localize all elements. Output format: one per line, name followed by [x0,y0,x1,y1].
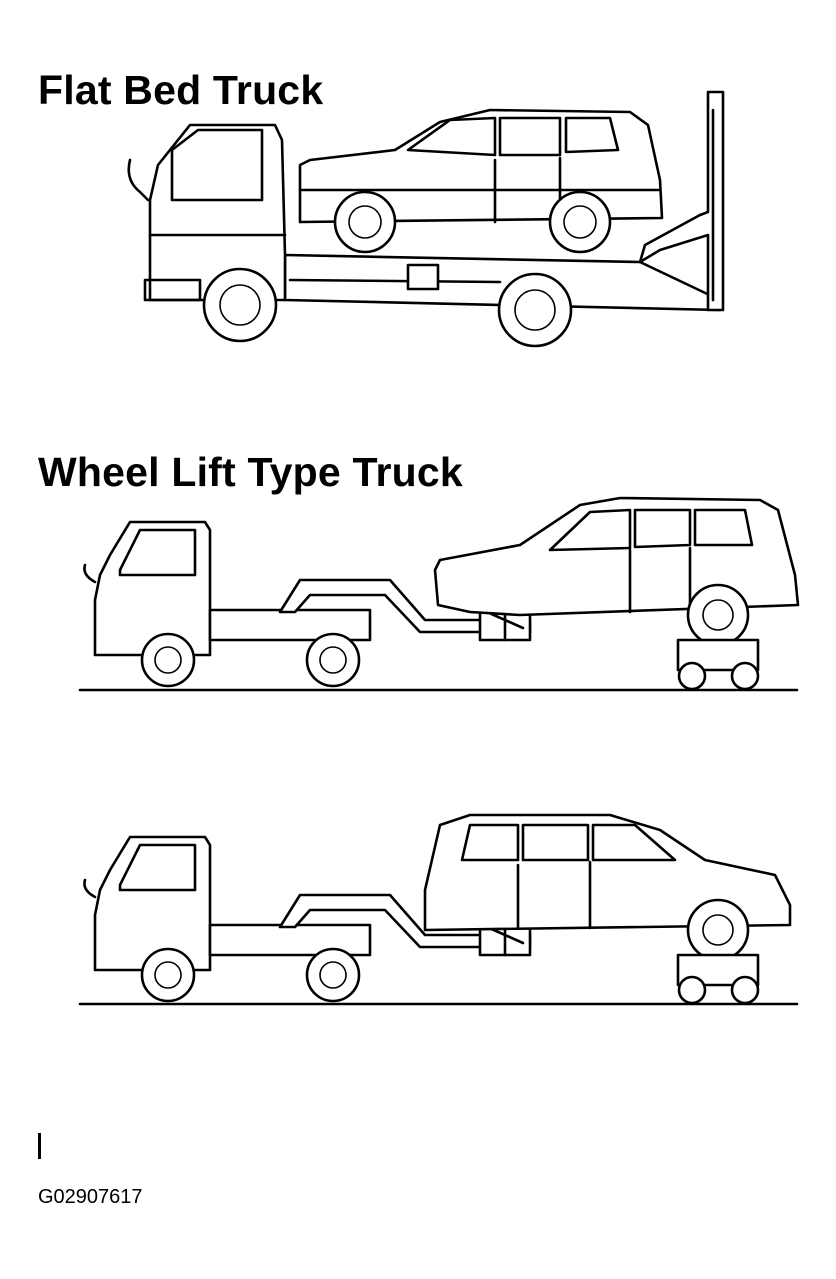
truck-frame [208,608,372,642]
truck-rear-wheel [305,632,361,688]
dolly-wheel-left [677,661,707,691]
suv-rear-wheel [548,190,612,254]
dolly-wheel-left [677,975,707,1005]
truck-frame [208,923,372,957]
truck-front-wheel [202,267,278,343]
wheel-lift-truck-rear-lift-illustration [78,813,799,1006]
flatbed-tilt-frame [638,90,725,312]
flat-bed-truck-illustration [127,90,725,348]
dolly-wheel-right [730,661,760,691]
suv-rear-wheel [686,583,750,647]
figure-code: G02907617 [38,1186,143,1208]
towed-suv [423,813,792,932]
truck-rear-wheel [497,272,573,348]
truck-front-wheel [140,947,196,1003]
truck-rear-wheel [305,947,361,1003]
revision-bar [38,1133,41,1159]
dolly-wheel-right [730,975,760,1005]
tow-dolly [676,638,760,672]
suv-front-wheel [686,898,750,962]
heading-flat-bed-truck: Flat Bed Truck [38,67,324,113]
truck-front-wheel [140,632,196,688]
suv-front-wheel [333,190,397,254]
heading-wheel-lift-type-truck: Wheel Lift Type Truck [38,449,463,495]
wheel-lift-truck-front-lift-illustration [78,496,800,692]
